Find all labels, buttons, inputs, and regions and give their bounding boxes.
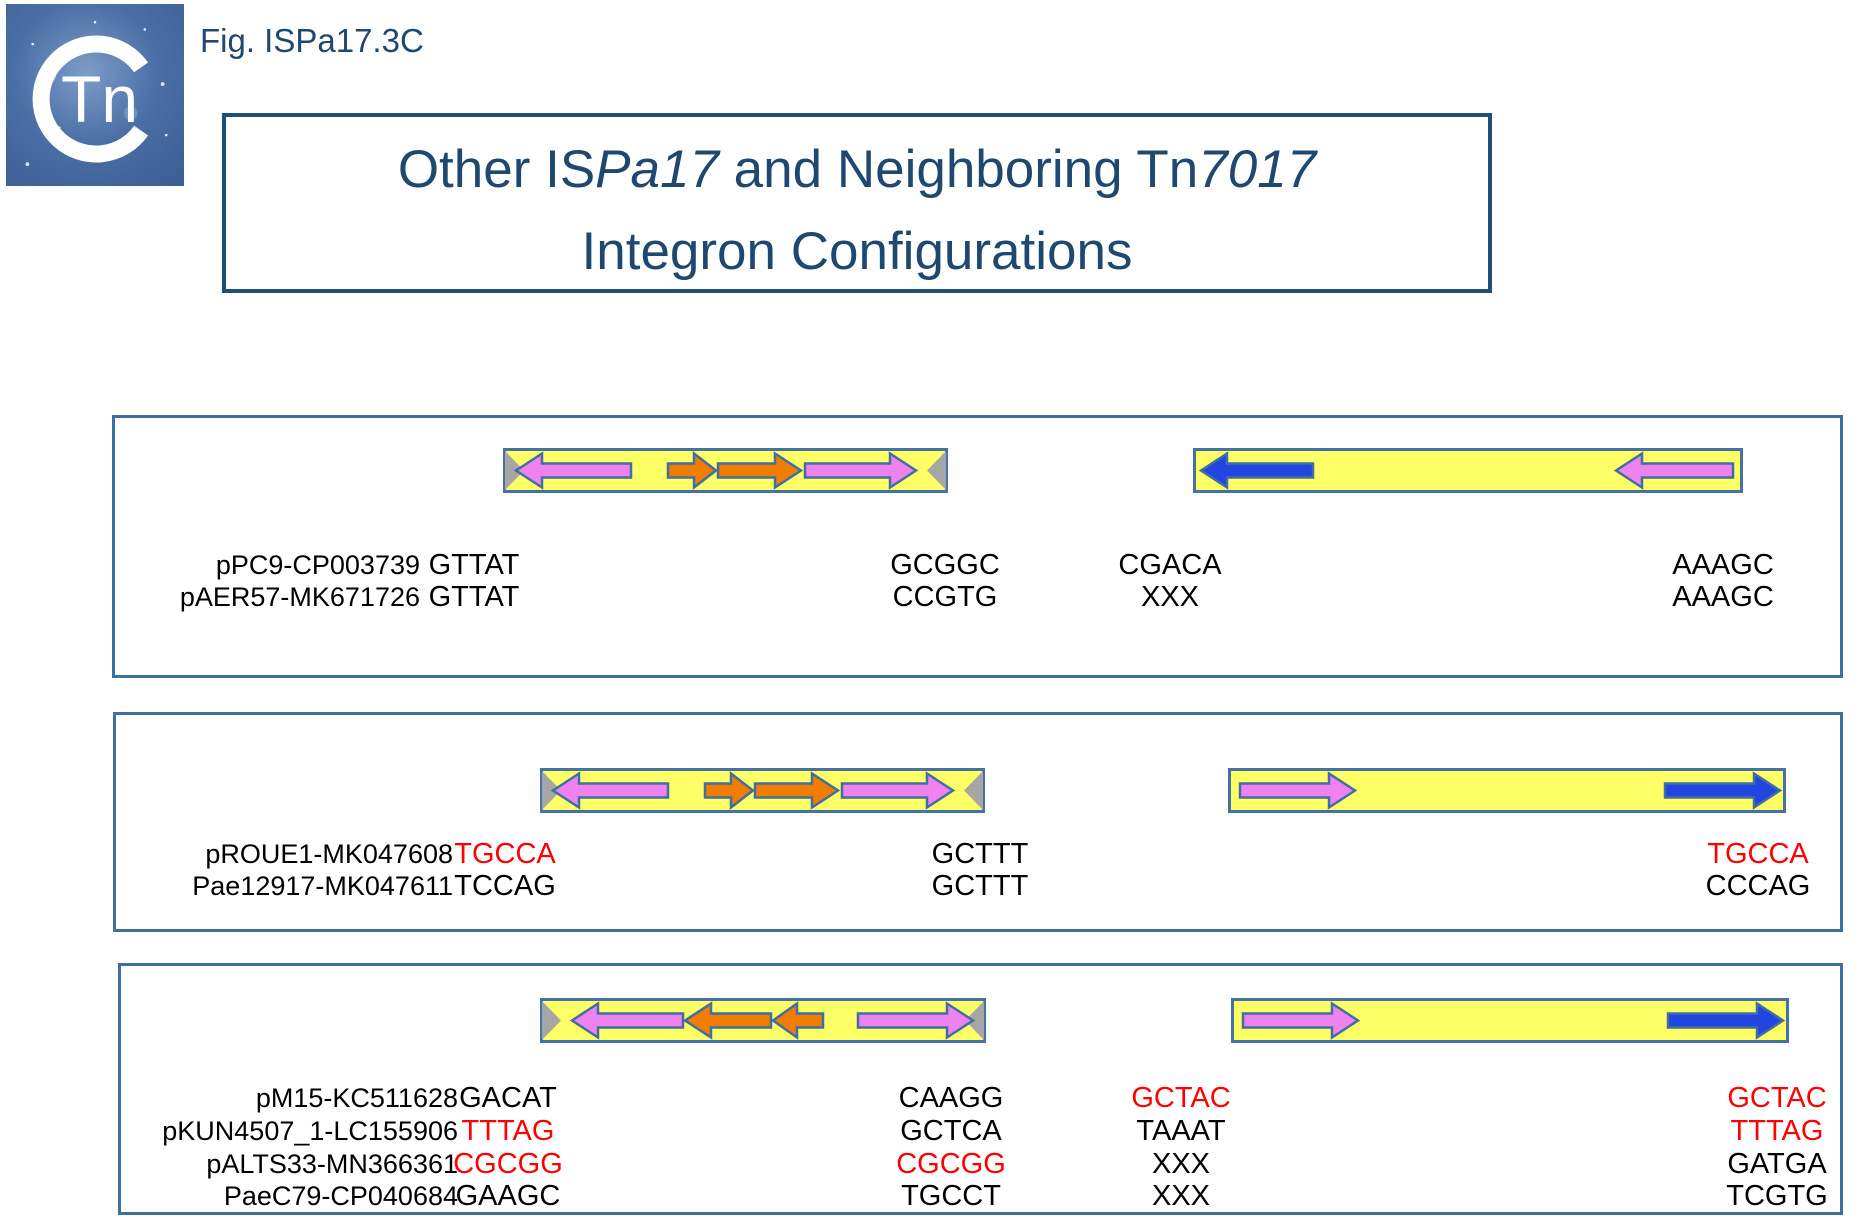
terminal-notch-icon xyxy=(927,451,946,490)
flank-seq: TGCCA xyxy=(1707,838,1809,870)
logo-tn-text: Tn xyxy=(61,62,138,136)
configuration-panel-1: pPC9-CP003739 GTTAT GCGGC CGACA AAAGC pA… xyxy=(112,415,1843,678)
flank-seq: TCCAG xyxy=(454,870,556,902)
flank-seq: CGCGG xyxy=(896,1148,1006,1180)
configuration-panel-3: pM15-KC511628 GACAT CAAGG GCTAC GCTAC pK… xyxy=(118,963,1843,1215)
gene-arrow-pink-right-icon xyxy=(1238,771,1358,810)
flank-seq: TAAAT xyxy=(1136,1115,1226,1147)
terminal-notch-icon xyxy=(964,771,983,810)
neighbor-segment xyxy=(1228,768,1786,813)
flank-seq: GTTAT xyxy=(428,581,520,613)
flank-seq: GCTAC xyxy=(1727,1082,1827,1114)
flank-seq: TTTAG xyxy=(1730,1115,1824,1147)
title-italic-tn7017: 7017 xyxy=(1198,140,1317,199)
gene-arrow-orange-right-large-icon xyxy=(716,451,804,490)
flank-seq: TGCCT xyxy=(901,1180,1001,1212)
gene-arrow-blue-left-icon xyxy=(1198,451,1315,490)
logo-c-icon xyxy=(32,35,149,163)
title-line-1: Other ISPa17 and Neighboring Tn7017 xyxy=(226,129,1488,211)
accession-label: pROUE1-MK047608 xyxy=(205,839,453,869)
accession-label: pPC9-CP003739 xyxy=(215,550,420,580)
flank-seq: CCCAG xyxy=(1705,870,1811,902)
accession-label: pAER57-MK671726 xyxy=(179,582,420,612)
flank-seq: GCTTT xyxy=(931,838,1029,870)
gene-arrow-orange-right-small-icon xyxy=(666,450,719,491)
flank-seq: GCTCA xyxy=(900,1115,1002,1147)
flank-seq: TTTAG xyxy=(461,1115,555,1147)
gene-arrow-pink-right-icon xyxy=(1241,1001,1361,1040)
flank-seq: TGCCA xyxy=(454,838,556,870)
gene-arrow-blue-right-icon xyxy=(1666,1001,1786,1040)
flank-seq: CCGTG xyxy=(892,581,998,613)
gene-arrow-orange-left-small-icon xyxy=(770,1001,825,1040)
gene-arrow-pink-right-icon xyxy=(856,1001,976,1040)
flank-seq: XXX xyxy=(1151,1180,1211,1212)
flank-seq: GATGA xyxy=(1727,1148,1827,1180)
accession-label: pM15-KC511628 xyxy=(255,1083,458,1113)
gene-arrow-orange-right-large-icon xyxy=(753,771,841,810)
sequence-row: PaeC79-CP040684 GAAGC TGCCT XXX TCGTG xyxy=(121,1180,1840,1213)
configuration-panel-2: pROUE1-MK047608 TGCCA GCTTT TGCCA Pae129… xyxy=(113,712,1843,932)
flank-seq: GCGGC xyxy=(890,549,1000,581)
flank-seq: XXX xyxy=(1151,1148,1211,1180)
neighbor-segment xyxy=(1193,448,1743,493)
terminal-notch-icon xyxy=(542,1001,561,1040)
gene-arrow-pink-right-icon xyxy=(840,771,956,810)
flank-seq: XXX xyxy=(1140,581,1200,613)
neighbor-segment xyxy=(1231,998,1789,1043)
flank-seq: GCTTT xyxy=(931,870,1029,902)
accession-label: pALTS33-MN366361 xyxy=(206,1149,458,1179)
accession-label: pKUN4507_1-LC155906 xyxy=(162,1116,458,1146)
sequence-row: pPC9-CP003739 GTTAT GCGGC CGACA AAAGC xyxy=(115,549,1840,582)
flank-seq: CGACA xyxy=(1118,549,1222,581)
title-text: and Neighboring Tn xyxy=(718,140,1199,199)
accession-label: PaeC79-CP040684 xyxy=(223,1181,458,1211)
sequence-row: pKUN4507_1-LC155906 TTTAG GCTCA TAAAT TT… xyxy=(121,1115,1840,1148)
title-italic-ispa17: Pa17 xyxy=(595,140,719,199)
sequence-row: pALTS33-MN366361 CGCGG CGCGG XXX GATGA xyxy=(121,1148,1840,1181)
is-element-segment xyxy=(540,998,986,1043)
flank-seq: GAAGC xyxy=(455,1180,561,1212)
sequence-row: pAER57-MK671726 GTTAT CCGTG XXX AAAGC xyxy=(115,581,1840,614)
flank-seq: GTTAT xyxy=(428,549,520,581)
title-text: Other IS xyxy=(397,140,596,199)
flank-seq: CGCGG xyxy=(453,1148,563,1180)
gene-arrow-orange-right-small-icon xyxy=(703,770,756,811)
figure-label: Fig. ISPa17.3C xyxy=(200,22,424,59)
logo-graphic: Tn xyxy=(32,35,149,163)
flank-seq: AAAGC xyxy=(1672,549,1774,581)
sequence-row: pM15-KC511628 GACAT CAAGG GCTAC GCTAC xyxy=(121,1082,1840,1115)
gene-arrow-blue-right-icon xyxy=(1663,771,1783,810)
tn-registry-logo: Tn xyxy=(6,4,184,186)
gene-arrow-pink-left-icon xyxy=(513,451,633,490)
title-box: Other ISPa17 and Neighboring Tn7017 Inte… xyxy=(222,113,1492,293)
is-element-segment xyxy=(540,768,985,813)
flank-seq: TCGTG xyxy=(1726,1180,1828,1212)
flank-seq: GCTAC xyxy=(1131,1082,1231,1114)
sequence-row: Pae12917-MK047611 TCCAG GCTTT CCCAG xyxy=(116,870,1840,903)
gene-arrow-pink-right-icon xyxy=(803,451,919,490)
accession-label: Pae12917-MK047611 xyxy=(192,871,453,901)
title-line-2: Integron Configurations xyxy=(581,222,1133,281)
flank-seq: CAAGG xyxy=(898,1082,1004,1114)
gene-arrow-pink-left-icon xyxy=(550,771,670,810)
gene-arrow-pink-left-icon xyxy=(1613,451,1735,490)
is-element-segment xyxy=(503,448,948,493)
flank-seq: AAAGC xyxy=(1672,581,1774,613)
sequence-row: pROUE1-MK047608 TGCCA GCTTT TGCCA xyxy=(116,838,1840,871)
flank-seq: GACAT xyxy=(459,1082,557,1114)
